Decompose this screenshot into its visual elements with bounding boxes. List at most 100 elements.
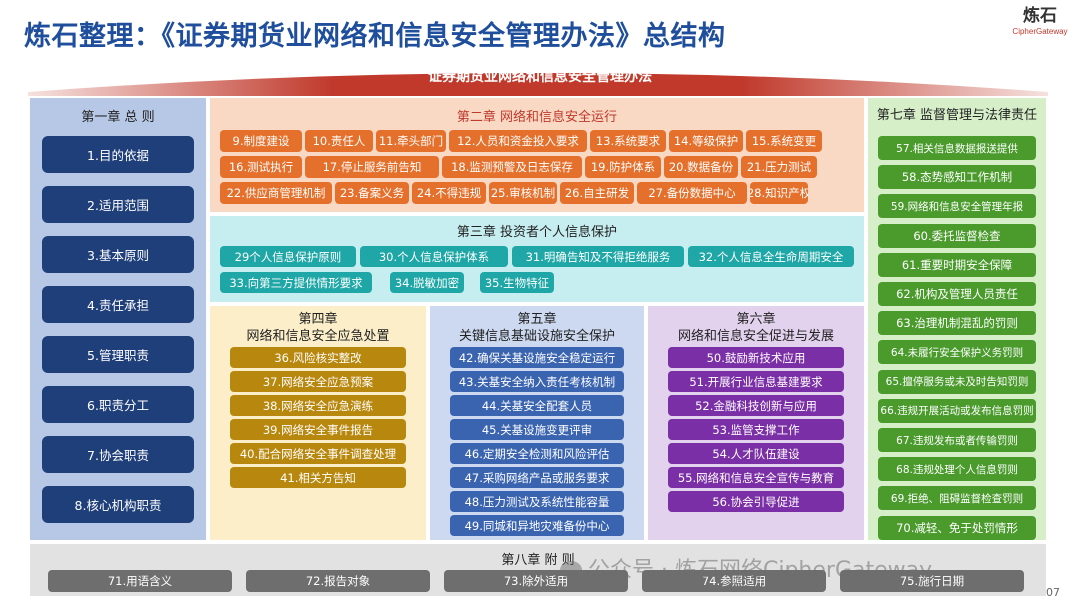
chapter7-item[interactable]: 69.拒绝、阻碍监督检查罚则: [878, 486, 1036, 511]
chapter1-item[interactable]: 1.目的依据: [42, 136, 194, 173]
chapter3-title: 第三章 投资者个人信息保护: [456, 225, 618, 240]
chapter5-title-num: 第五章: [517, 312, 557, 327]
chapter2-item[interactable]: 26.自主研发: [560, 182, 634, 204]
chapter7-item[interactable]: 60.委托监督检查: [878, 223, 1036, 248]
chapter4-item[interactable]: 39.网络安全事件报告: [230, 419, 406, 440]
chapter7-item[interactable]: 57.相关信息数据报送提供: [878, 136, 1036, 160]
chapter1-item[interactable]: 4.责任承担: [42, 286, 194, 323]
chapter2-item[interactable]: 19.防护体系: [585, 156, 661, 178]
chapter2-item[interactable]: 23.备案义务: [335, 182, 409, 204]
chapter5-item[interactable]: 47.采购网络产品或服务要求: [450, 467, 624, 488]
chapter2-item[interactable]: 21.压力测试: [741, 156, 817, 178]
chapter4-item[interactable]: 36.风险核实整改: [230, 347, 406, 368]
chapter2-item[interactable]: 18.监测预警及日志保存: [442, 156, 582, 178]
logo-main: 炼石: [1023, 6, 1057, 26]
chapter5-item[interactable]: 42.确保关基设施安全稳定运行: [450, 347, 624, 368]
chapter1-item[interactable]: 8.核心机构职责: [42, 486, 194, 523]
chapter7-item[interactable]: 66.违规开展活动或发布信息罚则: [878, 398, 1036, 423]
chapter6-item[interactable]: 50.鼓励新技术应用: [668, 347, 844, 368]
chapter1-item[interactable]: 7.协会职责: [42, 436, 194, 473]
chapter2-item[interactable]: 15.系统变更: [746, 130, 822, 152]
chapter6-item[interactable]: 52.金融科技创新与应用: [668, 395, 844, 416]
chapter8-item[interactable]: 72.报告对象: [246, 570, 430, 592]
chapter6-item[interactable]: 55.网络和信息安全宣传与教育: [668, 467, 844, 488]
wechat-icon: [560, 561, 582, 579]
chapter3-item[interactable]: 30.个人信息保护体系: [360, 246, 508, 267]
chapter2-item[interactable]: 12.人员和资金投入要求: [449, 130, 587, 152]
chapter4-item[interactable]: 38.网络安全应急演练: [230, 395, 406, 416]
chapter4-item[interactable]: 40.配合网络安全事件调查处理: [230, 443, 406, 464]
chapter6-title-name: 网络和信息安全促进与发展: [677, 329, 834, 344]
chapter7-item[interactable]: 59.网络和信息安全管理年报: [878, 194, 1036, 219]
chapter6-title-num: 第六章: [736, 312, 776, 327]
chapter3-item[interactable]: 29个人信息保护原则: [220, 246, 356, 267]
chapter4-title-num: 第四章: [298, 312, 338, 327]
chapter7-item[interactable]: 68.违规处理个人信息罚则: [878, 457, 1036, 482]
chapter7-item[interactable]: 65.擅停服务或未及时告知罚则: [878, 369, 1036, 394]
chapter7-item[interactable]: 70.减轻、免于处罚情形: [878, 515, 1036, 540]
chapter5-item[interactable]: 46.定期安全检测和风险评估: [450, 443, 624, 464]
chapter6-item[interactable]: 56.协会引导促进: [668, 491, 844, 512]
chapter1-item[interactable]: 3.基本原则: [42, 236, 194, 273]
chapter2-item[interactable]: 25.审核机制: [489, 182, 557, 204]
chapter7-title: 第七章 监督管理与法律责任: [876, 108, 1038, 123]
chapter4-item[interactable]: 41.相关方告知: [230, 467, 406, 488]
chapter2-item[interactable]: 20.数据备份: [664, 156, 738, 178]
chapter1-item[interactable]: 6.职责分工: [42, 386, 194, 423]
chapter2-item[interactable]: 24.不得违规: [412, 182, 486, 204]
chapter5-item[interactable]: 43.关基安全纳入责任考核机制: [450, 371, 624, 392]
chapter3-item[interactable]: 34.脱敏加密: [390, 272, 464, 293]
page-title: 炼石整理：《证券期货业网络和信息安全管理办法》总结构: [24, 21, 726, 52]
banner-shape: [28, 73, 1048, 96]
chapter8-panel: 第八章 附 则 71.用语含义 72.报告对象 73.除外适用 74.参照适用 75.施…: [30, 544, 1046, 596]
chapter7-item[interactable]: 58.态势感知工作机制: [878, 165, 1036, 190]
chapter8-item[interactable]: 75.施行日期: [840, 570, 1024, 592]
chapter7-item[interactable]: 63.治理机制混乱的罚则: [878, 311, 1036, 336]
chapter6-item[interactable]: 54.人才队伍建设: [668, 443, 844, 464]
chapter4-item[interactable]: 37.网络安全应急预案: [230, 371, 406, 392]
chapter5-item[interactable]: 49.同城和异地灾难备份中心: [450, 515, 624, 536]
chapter6-panel: 第六章 网络和信息安全促进与发展 50.鼓励新技术应用 51.开展行业信息基建要求…: [648, 306, 864, 540]
logo: 炼石 CipherGateway: [1004, 6, 1076, 42]
page-number: 07: [1046, 586, 1060, 599]
chapter2-item[interactable]: 10.责任人: [305, 130, 373, 152]
watermark-label: 公众号 · 炼石网络CipherGateway: [588, 558, 933, 583]
chapter7-item[interactable]: 62.机构及管理人员责任: [878, 282, 1036, 306]
chapter3-item[interactable]: 35.生物特征: [480, 272, 554, 293]
chapter8-item[interactable]: 71.用语含义: [48, 570, 232, 592]
chapter8-item[interactable]: 74.参照适用: [642, 570, 826, 592]
chapter2-item[interactable]: 13.系统要求: [590, 130, 666, 152]
banner-title: 证券期货业网络和信息安全管理办法: [428, 69, 652, 85]
chapter7-item[interactable]: 67.违规发布或者传输罚则: [878, 428, 1036, 452]
chapter1-item[interactable]: 2.适用范围: [42, 186, 194, 223]
chapter2-item[interactable]: 9.制度建设: [220, 130, 302, 152]
watermark-text: 公众号 · 炼石网络CipherGateway: [560, 552, 932, 584]
chapter7-item[interactable]: 64.未履行安全保护义务罚则: [878, 340, 1036, 365]
chapter5-item[interactable]: 45.关基设施变更评审: [450, 419, 624, 440]
chapter3-item[interactable]: 31.明确告知及不得拒绝服务: [512, 246, 684, 267]
chapter1-title: 第一章 总 则: [81, 110, 155, 125]
chapter8-title: 第八章 附 则: [501, 553, 575, 568]
chapter2-item[interactable]: 27.备份数据中心: [637, 182, 747, 204]
chapter7-panel: 第七章 监督管理与法律责任 57.相关信息数据报送提供 58.态势感知工作机制 59…: [868, 98, 1046, 540]
chapter5-item[interactable]: 48.压力测试及系统性能容量: [450, 491, 624, 512]
chapter2-item[interactable]: 22.供应商管理机制: [220, 182, 332, 204]
chapter3-item[interactable]: 32.个人信息全生命周期安全: [688, 246, 854, 267]
chapter1-item[interactable]: 5.管理职责: [42, 336, 194, 373]
chapter1-panel: 第一章 总 则 1.目的依据 2.适用范围 3.基本原则 4.责任承担 5.管理职责 6.…: [30, 98, 206, 540]
chapter2-item[interactable]: 11.牵头部门: [376, 130, 446, 152]
chapter3-item[interactable]: 33.向第三方提供情形要求: [220, 272, 372, 293]
chapter6-item[interactable]: 53.监管支撑工作: [668, 419, 844, 440]
chapter6-item[interactable]: 51.开展行业信息基建要求: [668, 371, 844, 392]
chapter2-item[interactable]: 16.测试执行: [220, 156, 302, 178]
chapter5-item[interactable]: 44.关基安全配套人员: [450, 395, 624, 416]
chapter8-item[interactable]: 73.除外适用: [444, 570, 628, 592]
chapter2-item[interactable]: 17.停止服务前告知: [305, 156, 439, 178]
chapter2-item[interactable]: 28.知识产权: [750, 182, 808, 204]
chapter2-item[interactable]: 14.等级保护: [669, 130, 743, 152]
chapter7-item[interactable]: 61.重要时期安全保障: [878, 252, 1036, 277]
